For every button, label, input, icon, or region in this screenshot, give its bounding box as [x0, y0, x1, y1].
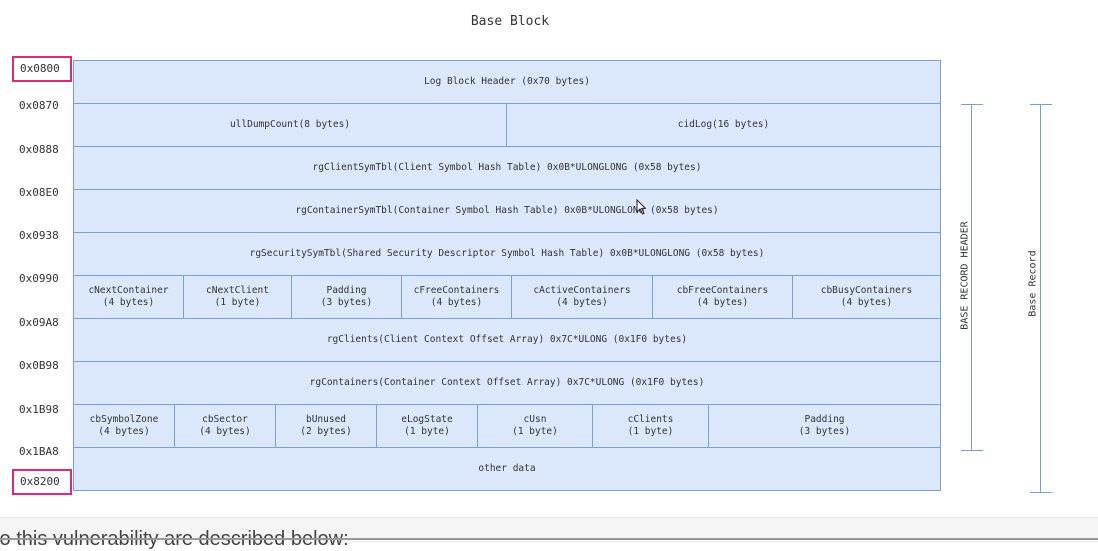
field-name: cbSector	[202, 414, 248, 425]
divider	[0, 538, 1098, 540]
field-name: cClients	[627, 414, 674, 425]
row-container-counters: cNextContainer(4 bytes) cNextClient(1 by…	[74, 276, 940, 319]
bracket-tick-bottom	[961, 450, 983, 451]
offset-label-boxed: 0x8200	[12, 469, 72, 495]
field-size: (1 byte)	[512, 426, 558, 437]
field-log-block-header: Log Block Header (0x70 bytes)	[424, 76, 590, 87]
field-size: (4 bytes)	[102, 297, 155, 308]
field-rg-containers: rgContainers(Container Context Offset Ar…	[309, 377, 705, 388]
field-size: (1 byte)	[627, 426, 674, 437]
field-c-clients: cClients(1 byte)	[593, 405, 709, 447]
field-size: (4 bytes)	[199, 426, 251, 437]
offset-label: 0x0990	[19, 272, 59, 285]
field-padding: Padding(3 bytes)	[292, 276, 402, 318]
bracket-tick-bottom	[1030, 492, 1052, 493]
field-cb-free-containers: cbFreeContainers(4 bytes)	[653, 276, 793, 318]
field-ull-dump-count: ullDumpCount(8 bytes)	[74, 104, 507, 146]
row-rg-containers: rgContainers(Container Context Offset Ar…	[74, 362, 940, 405]
row-container-sym-tbl: rgContainerSymTbl(Container Symbol Hash …	[74, 190, 940, 233]
field-cb-sector: cbSector(4 bytes)	[175, 405, 276, 447]
offset-label: 0x0870	[19, 99, 59, 112]
field-size: (4 bytes)	[696, 297, 749, 308]
article-text-strip: to this vulnerability are described belo…	[0, 517, 1098, 550]
field-rg-security-sym-tbl: rgSecuritySymTbl(Shared Security Descrip…	[249, 248, 765, 259]
field-e-log-state: eLogState(1 byte)	[377, 405, 478, 447]
row-rg-clients: rgClients(Client Context Offset Array) 0…	[74, 319, 940, 362]
row-log-state-fields: cbSymbolZone(4 bytes) cbSector(4 bytes) …	[74, 405, 940, 448]
row-other-data: other data	[74, 448, 940, 490]
field-name: cbBusyContainers	[820, 285, 913, 296]
offset-label: 0x0888	[19, 143, 59, 156]
base-block-structure: Log Block Header (0x70 bytes) ullDumpCou…	[73, 60, 941, 491]
field-name: cUsn	[523, 414, 547, 425]
field-name: cActiveContainers	[533, 285, 631, 296]
field-size: (4 bytes)	[430, 297, 483, 308]
field-name: eLogState	[401, 414, 453, 425]
row-dump-count-cid-log: ullDumpCount(8 bytes) cidLog(16 bytes)	[74, 104, 940, 147]
field-c-free-containers: cFreeContainers(4 bytes)	[402, 276, 512, 318]
field-name: cbFreeContainers	[676, 285, 769, 296]
field-c-next-client: cNextClient(1 byte)	[184, 276, 292, 318]
field-size: (3 bytes)	[320, 297, 373, 308]
field-b-unused: bUnused(2 bytes)	[276, 405, 377, 447]
field-name: cNextContainer	[88, 285, 169, 296]
base-record-header-label: BASE RECORD HEADER	[959, 221, 971, 330]
offset-label: 0x09A8	[19, 316, 59, 329]
row-security-sym-tbl: rgSecuritySymTbl(Shared Security Descrip…	[74, 233, 940, 276]
field-c-next-container: cNextContainer(4 bytes)	[74, 276, 184, 318]
bracket-tick-top	[1030, 104, 1052, 105]
field-name: cNextClient	[206, 285, 269, 296]
base-record-header-bracket	[961, 104, 983, 451]
field-rg-container-sym-tbl: rgContainerSymTbl(Container Symbol Hash …	[295, 205, 719, 216]
offset-label: 0x0B98	[19, 359, 59, 372]
field-cid-log: cidLog(16 bytes)	[677, 119, 770, 130]
field-size: (4 bytes)	[840, 297, 893, 308]
field-size: (4 bytes)	[556, 297, 608, 308]
offset-label-boxed: 0x0800	[12, 56, 72, 82]
base-record-bracket	[1030, 104, 1052, 493]
row-log-block-header: Log Block Header (0x70 bytes)	[74, 61, 940, 104]
offset-label: 0x1B98	[19, 403, 59, 416]
base-record-label: Base Record	[1027, 250, 1039, 317]
field-rg-clients: rgClients(Client Context Offset Array) 0…	[326, 334, 688, 345]
diagram-title: Base Block	[470, 14, 550, 29]
row-client-sym-tbl: rgClientSymTbl(Client Symbol Hash Table)…	[74, 147, 940, 190]
offset-label: 0x0938	[19, 229, 59, 242]
field-padding: Padding(3 bytes)	[709, 405, 940, 447]
field-name: Padding	[804, 414, 845, 425]
field-rg-client-sym-tbl: rgClientSymTbl(Client Symbol Hash Table)…	[312, 162, 702, 173]
field-name: cbSymbolZone	[89, 414, 159, 425]
field-name: cFreeContainers	[413, 285, 500, 296]
field-c-active-containers: cActiveContainers(4 bytes)	[512, 276, 653, 318]
mouse-cursor-icon	[636, 199, 646, 215]
field-size: (1 byte)	[404, 426, 450, 437]
field-cb-busy-containers: cbBusyContainers(4 bytes)	[793, 276, 940, 318]
field-cb-symbol-zone: cbSymbolZone(4 bytes)	[74, 405, 175, 447]
field-name: bUnused	[305, 414, 347, 425]
field-size: (3 bytes)	[798, 426, 851, 437]
offset-label: 0x1BA8	[19, 445, 59, 458]
bracket-tick-top	[961, 104, 983, 105]
field-name: Padding	[326, 285, 367, 296]
field-size: (1 byte)	[214, 297, 261, 308]
field-size: (2 bytes)	[300, 426, 352, 437]
field-other-data: other data	[478, 463, 536, 474]
field-size: (4 bytes)	[98, 426, 150, 437]
field-c-usn: cUsn(1 byte)	[478, 405, 593, 447]
offset-label: 0x08E0	[19, 186, 59, 199]
